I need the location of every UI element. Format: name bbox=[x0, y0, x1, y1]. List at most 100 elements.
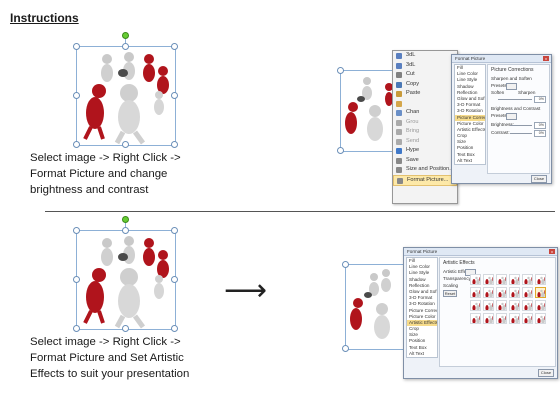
context-menu-item[interactable]: Send bbox=[393, 137, 457, 147]
dialog-nav-item[interactable]: Size bbox=[457, 139, 466, 145]
dialog-nav-item[interactable]: 3-D Format bbox=[457, 102, 481, 108]
artistic-effect-thumbnail[interactable] bbox=[522, 300, 533, 311]
dialog-nav-item[interactable]: Line Color bbox=[409, 264, 430, 270]
context-menu-item[interactable]: Copy bbox=[393, 80, 457, 90]
context-menu-item[interactable] bbox=[393, 99, 457, 109]
context-menu-item[interactable]: Chan bbox=[393, 108, 457, 118]
resize-handle[interactable] bbox=[171, 325, 178, 332]
dialog-nav-item[interactable]: Reflection bbox=[409, 282, 430, 288]
context-menu-item[interactable]: 3dL bbox=[393, 51, 457, 61]
artistic-effect-thumbnail[interactable] bbox=[496, 274, 507, 285]
context-menu-item[interactable]: Bring bbox=[393, 127, 457, 137]
context-menu-item[interactable]: Hype bbox=[393, 146, 457, 156]
dialog-nav-item[interactable]: Artistic Effects bbox=[457, 126, 485, 132]
artistic-effect-thumbnail[interactable] bbox=[509, 300, 520, 311]
dialog-nav-item[interactable]: Shadow bbox=[457, 83, 474, 89]
dialog-nav-item[interactable]: Picture Corrections bbox=[455, 114, 485, 121]
resize-handle[interactable] bbox=[73, 43, 80, 50]
resize-handle[interactable] bbox=[171, 92, 178, 99]
dialog-nav-item[interactable]: Alt Text bbox=[409, 350, 424, 356]
artistic-effect-thumbnail[interactable] bbox=[509, 313, 520, 324]
presets-dropdown[interactable] bbox=[506, 83, 517, 90]
resize-handle[interactable] bbox=[73, 227, 80, 234]
context-menu-item[interactable]: Size and Position... bbox=[393, 165, 457, 175]
rotate-handle[interactable] bbox=[122, 32, 129, 39]
sharpen-spinner[interactable]: 0% bbox=[534, 96, 546, 103]
context-menu-item[interactable]: Format Picture... bbox=[393, 174, 457, 186]
resize-handle[interactable] bbox=[73, 141, 80, 148]
resize-handle[interactable] bbox=[122, 325, 129, 332]
dialog-nav-item[interactable]: Size bbox=[409, 332, 418, 338]
dialog-nav-item[interactable]: Position bbox=[457, 145, 474, 151]
artistic-effect-thumbnail[interactable] bbox=[535, 274, 546, 285]
resize-handle[interactable] bbox=[73, 276, 80, 283]
context-menu-item[interactable]: 3dL bbox=[393, 61, 457, 71]
dialog-nav-item[interactable]: Fill bbox=[457, 65, 463, 70]
presets-dropdown[interactable] bbox=[506, 113, 517, 120]
resize-handle[interactable] bbox=[122, 141, 129, 148]
rotate-handle[interactable] bbox=[122, 216, 129, 223]
dialog-nav-item[interactable]: Text Box bbox=[457, 151, 475, 157]
step1-selected-image[interactable] bbox=[76, 46, 176, 146]
step2-selected-image[interactable] bbox=[76, 230, 176, 330]
dialog-nav-item[interactable]: Picture Color bbox=[457, 120, 484, 126]
dialog-nav-item[interactable]: Glow and Soft Edges bbox=[457, 95, 485, 101]
artistic-effect-thumbnail[interactable] bbox=[509, 274, 520, 285]
artistic-effect-thumbnail[interactable] bbox=[522, 313, 533, 324]
reset-button[interactable]: Reset bbox=[443, 290, 457, 297]
brightness-slider[interactable] bbox=[510, 125, 532, 126]
close-icon[interactable]: x bbox=[543, 56, 549, 61]
artistic-effect-thumbnail[interactable] bbox=[483, 300, 494, 311]
dialog-nav-item[interactable]: Line Color bbox=[457, 71, 478, 77]
artistic-effect-thumbnail[interactable] bbox=[535, 313, 546, 324]
resize-handle[interactable] bbox=[73, 325, 80, 332]
artistic-effect-thumbnail[interactable] bbox=[470, 287, 481, 298]
brightness-spinner[interactable]: 0% bbox=[534, 122, 546, 129]
resize-handle[interactable] bbox=[171, 276, 178, 283]
context-menu-item[interactable]: Paste bbox=[393, 89, 457, 99]
artistic-effect-thumbnail[interactable] bbox=[483, 274, 494, 285]
close-icon[interactable]: x bbox=[549, 249, 555, 254]
resize-handle[interactable] bbox=[73, 92, 80, 99]
dialog-nav-item[interactable]: 3-D Format bbox=[409, 295, 433, 301]
artistic-effect-thumbnail[interactable] bbox=[470, 274, 481, 285]
artistic-effect-thumbnail[interactable] bbox=[496, 287, 507, 298]
dialog-nav-item[interactable]: Alt Text bbox=[457, 157, 472, 163]
resize-handle[interactable] bbox=[171, 141, 178, 148]
dialog-nav-item[interactable]: Crop bbox=[457, 133, 467, 139]
dialog-nav-item[interactable]: Shadow bbox=[409, 276, 426, 282]
context-menu-item[interactable]: Grou bbox=[393, 118, 457, 128]
dialog-nav-item[interactable]: Fill bbox=[409, 258, 415, 263]
artistic-effect-thumbnail[interactable] bbox=[470, 300, 481, 311]
artistic-effect-thumbnail[interactable] bbox=[483, 287, 494, 298]
dialog-nav-item[interactable]: Artistic Effects bbox=[407, 319, 437, 327]
resize-handle[interactable] bbox=[122, 43, 129, 50]
context-menu-item[interactable]: Cut bbox=[393, 70, 457, 80]
resize-handle[interactable] bbox=[122, 227, 129, 234]
dialog-nav-item[interactable]: Reflection bbox=[457, 89, 478, 95]
contrast-spinner[interactable]: 0% bbox=[534, 130, 546, 137]
dialog-nav-item[interactable]: Position bbox=[409, 338, 426, 344]
sharpen-slider[interactable] bbox=[498, 99, 532, 100]
dialog-nav-item[interactable]: Line Style bbox=[409, 270, 430, 276]
dialog-nav-item[interactable]: 3-D Rotation bbox=[457, 108, 483, 114]
dialog-nav-item[interactable]: Glow and Soft Edges bbox=[409, 288, 437, 294]
artistic-effect-thumbnail[interactable] bbox=[496, 313, 507, 324]
dialog-nav-item[interactable]: 3-D Rotation bbox=[409, 301, 435, 307]
artistic-effect-thumbnail[interactable] bbox=[522, 274, 533, 285]
close-button[interactable]: Close bbox=[531, 175, 547, 183]
artistic-effect-thumbnail[interactable] bbox=[496, 300, 507, 311]
dialog-nav-item[interactable]: Crop bbox=[409, 326, 419, 332]
artistic-effect-thumbnail[interactable] bbox=[470, 313, 481, 324]
dialog-nav-item[interactable]: Picture Color bbox=[409, 313, 436, 319]
dialog-nav-item[interactable]: Picture Corrections bbox=[409, 307, 437, 313]
resize-handle[interactable] bbox=[171, 43, 178, 50]
artistic-effect-thumbnail[interactable] bbox=[535, 287, 546, 298]
artistic-effect-thumbnail[interactable] bbox=[535, 300, 546, 311]
artistic-effect-thumbnail[interactable] bbox=[522, 287, 533, 298]
dialog-nav-item[interactable]: Text Box bbox=[409, 344, 427, 350]
artistic-effect-thumbnail[interactable] bbox=[509, 287, 520, 298]
dialog-nav-item[interactable]: Line Style bbox=[457, 77, 478, 83]
artistic-effect-thumbnail[interactable] bbox=[483, 313, 494, 324]
resize-handle[interactable] bbox=[171, 227, 178, 234]
